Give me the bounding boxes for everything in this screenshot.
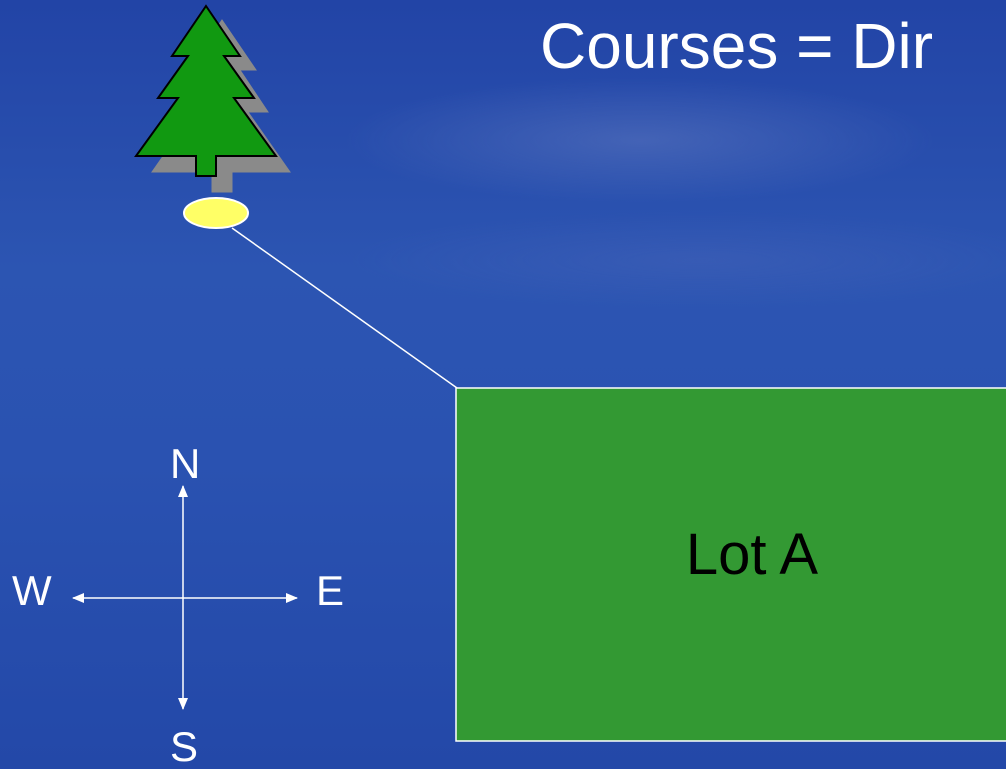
compass-east-label: E [316,567,345,614]
compass-rose [72,485,298,710]
slide-title: Courses = Dir [540,10,933,82]
monument-marker [183,197,249,229]
lot-label: Lot A [685,522,819,587]
compass-south-label: S [170,723,199,769]
compass-north-label: N [170,440,201,487]
tree-icon [134,4,278,177]
lot-a-parcel [455,387,1006,742]
compass-west-label: W [12,567,52,614]
tie-line [231,227,458,389]
